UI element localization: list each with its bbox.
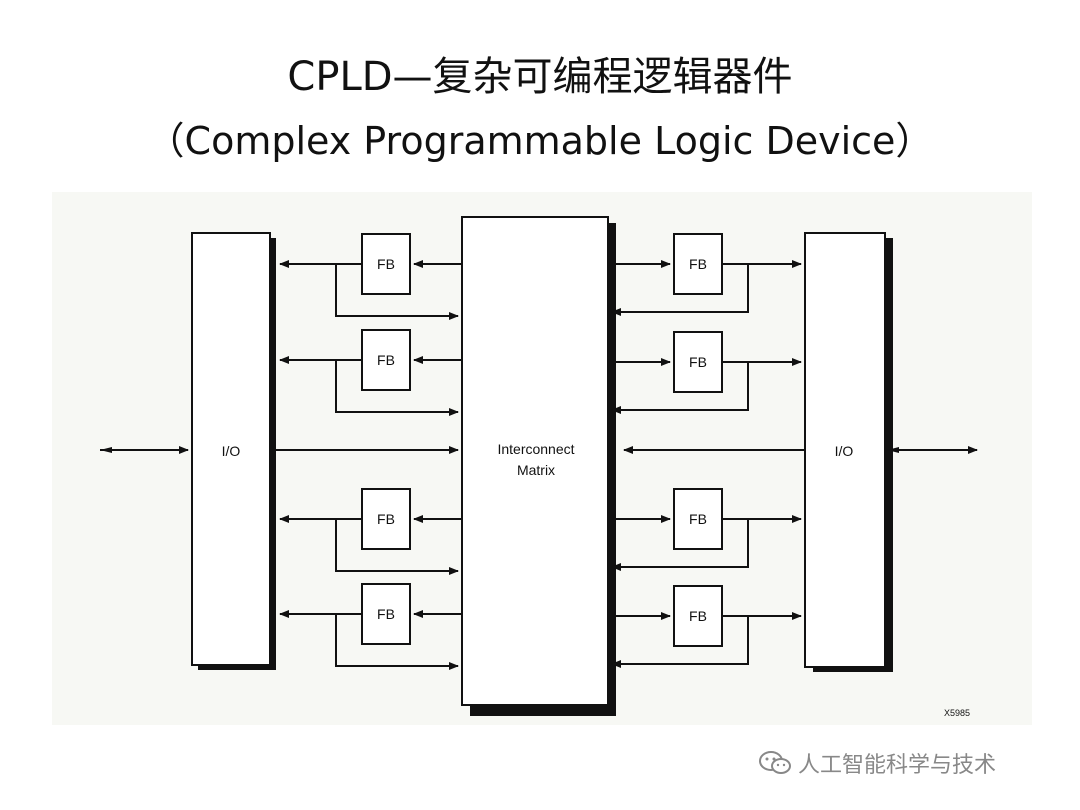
io-block-left: I/O xyxy=(191,232,276,670)
fb-label: FB xyxy=(377,511,395,527)
matrix-label-line2: Matrix xyxy=(517,462,555,478)
fb-feedback-left-line xyxy=(335,360,459,416)
fb-box xyxy=(361,488,411,550)
wechat-icon xyxy=(759,751,791,774)
fb-feedback-right-line xyxy=(611,519,749,571)
cpld-block-diagram: I/O Interconnect Matrix I/O FB FB FB FB FB FB… xyxy=(100,216,978,718)
fb-box xyxy=(361,583,411,645)
fb-label: FB xyxy=(377,352,395,368)
fb-box xyxy=(673,331,723,393)
fb-label: FB xyxy=(689,511,707,527)
function-block-left-2: FB xyxy=(361,329,411,391)
fb-label: FB xyxy=(377,256,395,272)
io-label-left: I/O xyxy=(222,443,241,459)
page-title: CPLD—复杂可编程逻辑器件 xyxy=(287,54,793,100)
fb-box xyxy=(361,329,411,391)
matrix-label-line1: Interconnect xyxy=(497,441,574,457)
fb-box xyxy=(673,233,723,295)
fb-feedback-left-line xyxy=(335,519,459,575)
fb-box xyxy=(673,488,723,550)
fb-label: FB xyxy=(689,354,707,370)
fb-box xyxy=(673,585,723,647)
fb-feedback-right-line xyxy=(611,616,749,668)
function-block-right-3: FB xyxy=(673,488,723,550)
function-block-right-2: FB xyxy=(673,331,723,393)
watermark: 人工智能科学与技术 xyxy=(758,748,996,778)
fb-feedback-right-line xyxy=(611,264,749,316)
function-block-right-4: FB xyxy=(673,585,723,647)
external-left-arrowhead xyxy=(100,447,112,453)
io-label-right: I/O xyxy=(835,443,854,459)
fb-label: FB xyxy=(689,256,707,272)
fb-label: FB xyxy=(377,606,395,622)
fb-feedback-left-line xyxy=(335,264,459,320)
function-block-left-4: FB xyxy=(361,583,411,645)
fb-box xyxy=(361,233,411,295)
figure-code: X5985 xyxy=(944,708,970,718)
external-right-arrowhead xyxy=(887,447,899,453)
fb-feedback-right-line xyxy=(611,362,749,414)
io-block-right: I/O xyxy=(804,232,893,672)
interconnect-matrix: Interconnect Matrix xyxy=(461,216,616,716)
cpld-diagram-panel: I/O Interconnect Matrix I/O FB FB FB FB FB FB… xyxy=(52,192,1032,725)
fb-feedback-left-line xyxy=(335,614,459,670)
function-block-right-1: FB xyxy=(673,233,723,295)
fb-label: FB xyxy=(689,608,707,624)
function-block-left-3: FB xyxy=(361,488,411,550)
watermark-text: 人工智能科学与技术 xyxy=(798,753,997,778)
page-subtitle: （Complex Programmable Logic Device） xyxy=(146,119,934,163)
function-block-left-1: FB xyxy=(361,233,411,295)
